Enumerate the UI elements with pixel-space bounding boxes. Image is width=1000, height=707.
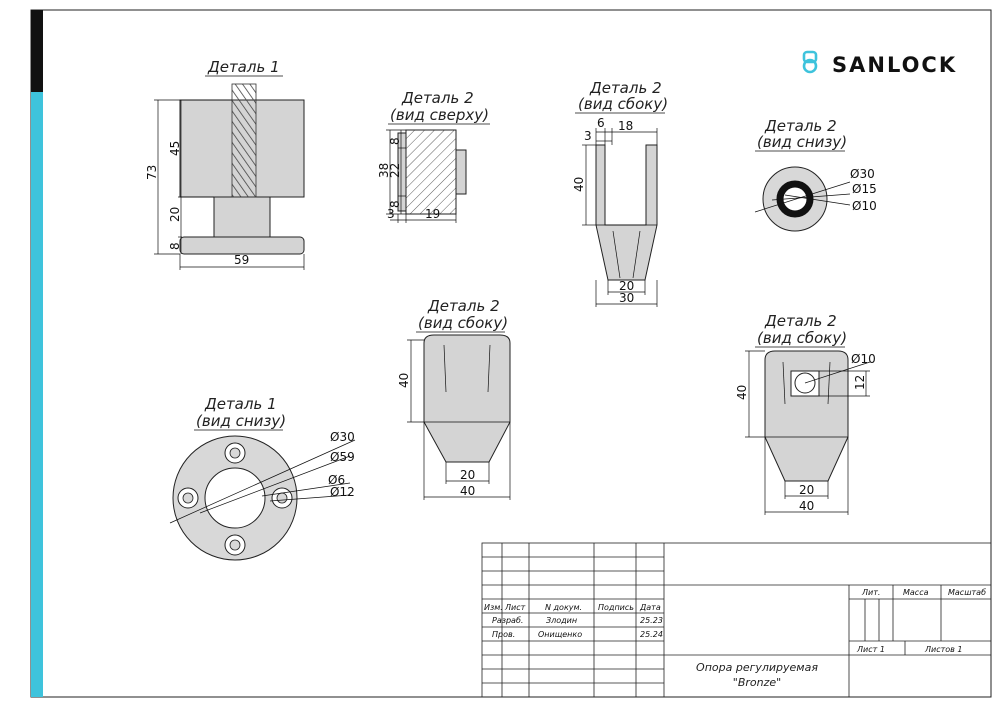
view-title: Деталь 2 — [764, 117, 837, 135]
view-detail2-bottom: Деталь 2 (вид снизу) Ø30 Ø15 Ø10 — [754, 117, 877, 232]
date-developer: 25.23 — [640, 616, 663, 625]
dim-height: 38 — [377, 163, 391, 178]
view-subtitle: (вид снизу) — [757, 133, 847, 151]
view-title: Деталь 2 — [764, 312, 837, 330]
view-subtitle: (вид сверху) — [390, 106, 489, 124]
dim-d4: Ø12 — [330, 485, 355, 499]
sanlock-logo: SANLOCK — [802, 50, 957, 77]
hdr-sign: Подпись — [598, 603, 634, 612]
dim-bottom: 20 — [460, 468, 475, 482]
dim-inner: Ø10 — [852, 199, 877, 213]
dim-left: 3 — [387, 207, 395, 221]
view-detail2-top: Деталь 2 (вид сверху) 38 22 8 8 3 19 — [377, 89, 490, 223]
dim-slot: 6 — [597, 116, 605, 130]
view-subtitle: (вид сбоку) — [578, 95, 668, 113]
dim-hole-height: 12 — [853, 375, 867, 390]
dim-mid-height: 20 — [168, 207, 182, 222]
dim-height: 40 — [397, 373, 411, 388]
sheets-label: Листов 1 — [924, 645, 963, 654]
product-name: Опора регулируемая — [696, 661, 818, 674]
date-checker: 25.24 — [640, 630, 663, 639]
view-detail1-side: Деталь 1 73 45 20 8 59 — [145, 58, 305, 270]
brand-name: SANLOCK — [832, 53, 957, 77]
dim-height: 40 — [735, 385, 749, 400]
dim-base-width: 59 — [234, 253, 249, 267]
name-developer: Злодин — [546, 616, 577, 625]
view-detail2-side-c: Деталь 2 (вид сбоку) Ø10 12 40 20 40 — [735, 312, 876, 515]
lit-label: Лит. — [861, 588, 880, 597]
view-title: Деталь 1 — [207, 58, 280, 76]
title-block — [481, 542, 992, 698]
hdr-izm: Изм. — [484, 603, 503, 612]
view-detail1-bottom: Деталь 1 (вид снизу) Ø30 Ø59 Ø6 Ø12 — [169, 395, 356, 561]
dim-hole: Ø10 — [851, 352, 876, 366]
view-title: Деталь 2 — [401, 89, 474, 107]
hdr-doc: N докум. — [545, 603, 582, 612]
dim-top: 18 — [618, 119, 633, 133]
mass-label: Масса — [903, 588, 929, 597]
dim-bottom: 20 — [619, 279, 634, 293]
view-subtitle: (вид сбоку) — [757, 329, 847, 347]
hdr-date: Дата — [639, 603, 661, 612]
view-title: Деталь 2 — [589, 79, 662, 97]
view-subtitle: (вид снизу) — [196, 412, 286, 430]
dim-bottom: 20 — [799, 483, 814, 497]
dim-bottom: 8 — [388, 200, 402, 208]
dim-thread-height: 45 — [168, 141, 182, 156]
dim-total: 30 — [619, 291, 634, 305]
view-subtitle: (вид сбоку) — [418, 314, 508, 332]
view-title: Деталь 1 — [204, 395, 277, 413]
dim-top: 8 — [388, 137, 402, 145]
sheet-label: Лист 1 — [856, 645, 885, 654]
view-detail2-side-b: Деталь 2 (вид сбоку) 40 20 40 — [397, 297, 511, 500]
view-detail2-side-a: Деталь 2 (вид сбоку) 40 6 18 3 20 30 — [572, 79, 668, 307]
dim-d2: Ø59 — [330, 450, 355, 464]
role-developer: Разраб. — [492, 616, 523, 625]
bolt-holes — [177, 442, 293, 556]
dim-total-height: 73 — [145, 165, 159, 180]
role-checker: Пров. — [492, 630, 515, 639]
dim-mid: Ø15 — [852, 182, 877, 196]
side-bar-dark — [31, 10, 43, 92]
dim-height: 40 — [572, 177, 586, 192]
scale-label: Масштаб — [948, 588, 986, 597]
dim-base-height: 8 — [168, 242, 182, 250]
lock-icon — [802, 50, 818, 74]
dim-total: 40 — [460, 484, 475, 498]
hdr-list: Лист — [504, 603, 526, 612]
dim-d1: Ø30 — [330, 430, 355, 444]
dim-wall: 3 — [584, 129, 592, 143]
dim-outer: Ø30 — [850, 167, 875, 181]
sheet-frame — [30, 9, 992, 698]
product-model: "Bronze" — [733, 676, 781, 689]
dim-d3: Ø6 — [328, 473, 345, 487]
view-title: Деталь 2 — [427, 297, 500, 315]
dim-total: 40 — [799, 499, 814, 513]
title-block-text: Изм. Лист N докум. Подпись Дата Разраб. … — [484, 588, 986, 689]
dim-inner: 22 — [388, 163, 402, 178]
side-bar-accent — [31, 92, 43, 697]
dim-main: 19 — [425, 207, 440, 221]
name-checker: Онищенко — [538, 630, 582, 639]
